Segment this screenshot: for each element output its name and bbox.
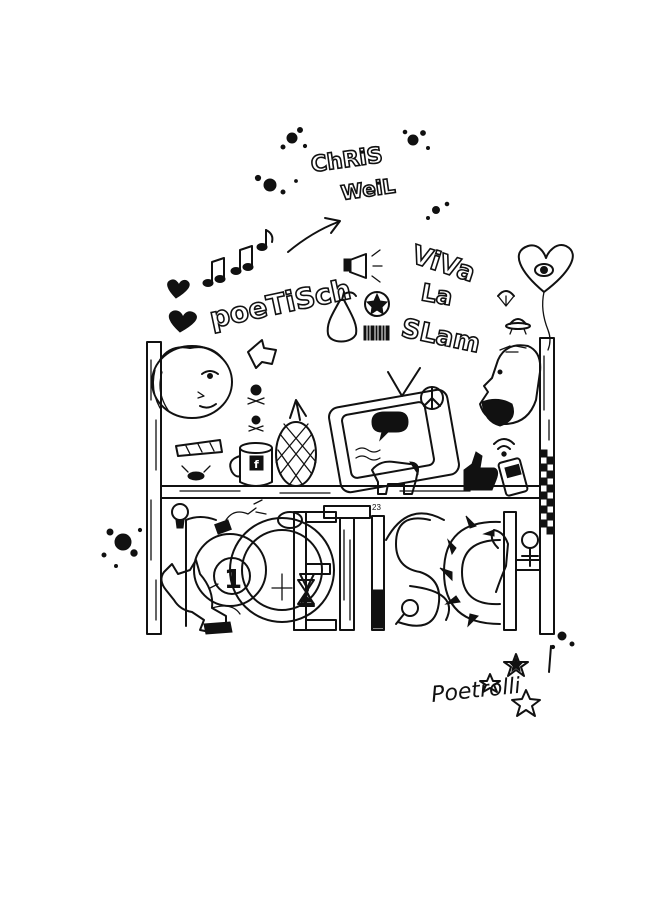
pineapple-icon bbox=[275, 399, 317, 487]
parachute-icon bbox=[497, 290, 515, 307]
big-letter-t bbox=[323, 505, 371, 631]
big-letter-s bbox=[385, 512, 451, 627]
arrow-icon bbox=[287, 217, 341, 253]
slogan-word-2: La bbox=[419, 278, 455, 311]
shelf-number: 23 bbox=[372, 503, 381, 512]
star-badge-icon bbox=[364, 291, 390, 317]
peace-icon bbox=[420, 386, 444, 410]
skull-icon bbox=[247, 384, 265, 432]
wifi-icon bbox=[493, 438, 515, 457]
bug-icon bbox=[181, 465, 211, 481]
lightbulb-icon bbox=[171, 503, 189, 529]
thumbs-up-icon bbox=[463, 451, 499, 491]
author-name: ChRiS WeiL bbox=[309, 142, 398, 205]
big-letter-p: 1 bbox=[185, 499, 267, 627]
heart-icon bbox=[167, 279, 197, 333]
slogan-word-3: SLam bbox=[399, 314, 483, 360]
slogan: ViVa La SLam bbox=[398, 239, 484, 360]
big-letter-i bbox=[371, 515, 385, 631]
mug-letter: f bbox=[254, 458, 259, 471]
barcode-icon bbox=[363, 325, 390, 341]
bearded-man-portrait bbox=[479, 344, 542, 427]
big-letter-h bbox=[482, 511, 541, 631]
pear-icon bbox=[326, 291, 358, 343]
author-last-name: WeiL bbox=[339, 174, 397, 205]
mug-icon: f bbox=[229, 442, 273, 487]
star-icon bbox=[479, 653, 541, 717]
shelf-board: 23 bbox=[160, 485, 541, 512]
artist-signature: Poetrolli bbox=[430, 674, 522, 708]
ink-splatter-top bbox=[254, 127, 450, 220]
ink-splatter-left bbox=[101, 527, 143, 568]
big-letter-c bbox=[439, 515, 501, 628]
music-notes-icon bbox=[202, 229, 274, 287]
dog-icon bbox=[371, 460, 419, 495]
phone-icon bbox=[497, 457, 529, 497]
author-first-name: ChRiS bbox=[309, 143, 384, 178]
title-word: poeTiSch bbox=[207, 273, 354, 335]
ink-splatter-right bbox=[548, 631, 575, 673]
pointing-hand-icon bbox=[247, 339, 277, 369]
big-letter-o bbox=[229, 511, 335, 623]
big-letter-e bbox=[293, 511, 337, 631]
face-portrait bbox=[151, 345, 233, 419]
coin-value: 1 bbox=[224, 565, 242, 595]
ufo-icon bbox=[505, 318, 531, 335]
heart-balloon-icon bbox=[517, 244, 574, 351]
checker-pattern bbox=[539, 449, 555, 535]
pipe-icon bbox=[175, 439, 223, 457]
megaphone-icon bbox=[343, 249, 383, 283]
tv-icon bbox=[328, 367, 460, 494]
cat-illustration bbox=[160, 559, 241, 635]
